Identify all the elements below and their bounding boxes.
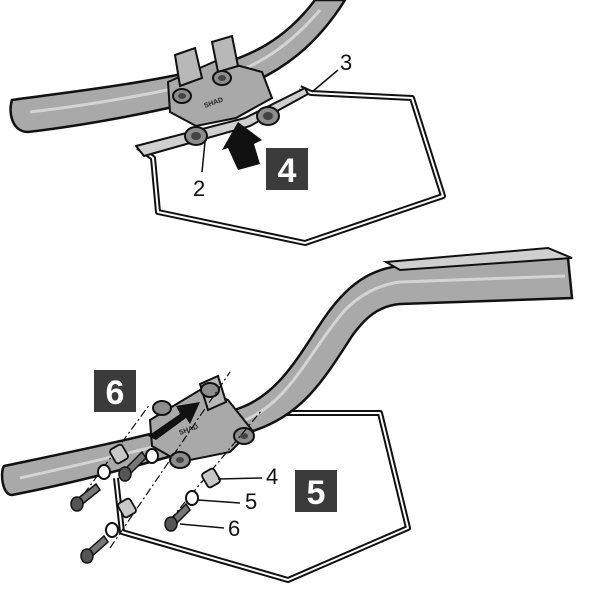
top-assembly-view: SHAD 2 3 4 [9,0,446,246]
callout-bolt: 6 [228,516,240,541]
install-arrow-icon [148,402,200,440]
svg-text:6: 6 [106,374,125,412]
callout-spacer: 4 [266,464,278,489]
bolt-parts [70,450,191,564]
rail-bottom [0,256,574,497]
bottom-assembly-view: SHAD [0,246,574,583]
rail-top [9,0,347,134]
step-badge-5: 5 [295,470,337,512]
clamp-bracket-top: SHAD [166,34,280,146]
callout-frame: 3 [340,50,352,75]
support-plate-top [135,87,309,157]
clamp-bracket-bottom: SHAD [148,374,255,469]
svg-text:5: 5 [307,474,326,512]
step-badge-6: 6 [94,370,136,412]
upward-arrow-icon [222,122,262,170]
callout-washer: 5 [245,489,257,514]
spacer-parts [109,443,221,519]
washer-parts [97,448,199,538]
svg-text:4: 4 [278,152,297,190]
step-badge-4: 4 [266,148,308,190]
callout-bracket: 2 [193,176,205,201]
